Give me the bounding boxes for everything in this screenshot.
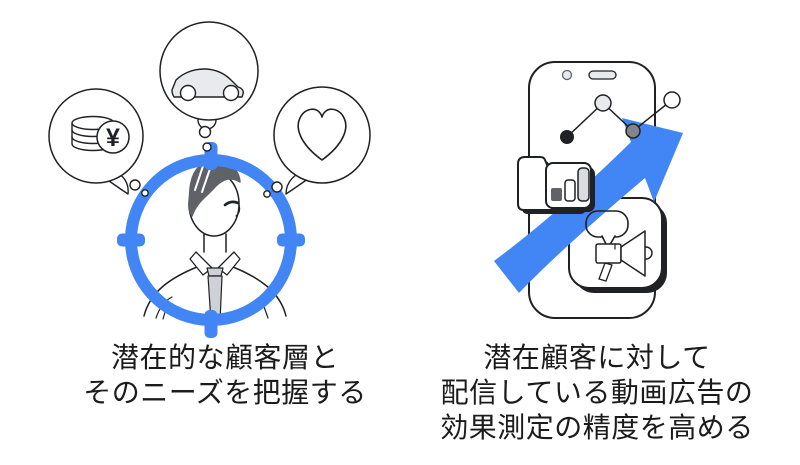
left-caption: 潜在的な顧客層と そのニーズを把握する <box>45 340 405 410</box>
right-caption-line-3: 効果測定の精度を高める <box>440 412 754 443</box>
yen-symbol: ¥ <box>106 124 120 152</box>
heart-thought-bubble-icon <box>273 86 371 184</box>
phone-camera-icon <box>561 69 573 81</box>
collar-right <box>217 251 241 276</box>
left-caption-line-1: 潜在的な顧客層と <box>110 342 339 373</box>
collar-left <box>189 251 213 276</box>
heart-icon <box>297 108 347 161</box>
right-illustration <box>494 61 683 319</box>
right-caption: 潜在顧客に対して 配信している動画広告の 効果測定の精度を高める <box>427 340 767 445</box>
chart-point <box>663 91 681 109</box>
chart-point <box>560 130 574 144</box>
tie-knot <box>206 267 224 277</box>
megaphone-icon <box>595 230 653 282</box>
right-caption-line-2: 配信している動画広告の <box>440 377 754 408</box>
bar-chart-icon <box>551 167 590 202</box>
right-caption-line-1: 潜在顧客に対して <box>483 342 711 373</box>
car-wheel-icon <box>222 84 240 102</box>
line-chart-icon <box>560 91 681 144</box>
left-caption-line-2: そのニーズを把握する <box>83 377 367 408</box>
money-thought-bubble-icon: ¥ <box>48 88 144 184</box>
thought-trail-dots <box>129 125 283 198</box>
target-crosshair-icon <box>117 142 305 338</box>
chart-point <box>625 123 641 139</box>
car-thought-bubble-icon <box>159 21 259 121</box>
folder-analytics-icon <box>517 156 595 214</box>
chart-point <box>594 94 612 112</box>
yen-coin-icon <box>96 120 130 154</box>
video-ad-icons <box>585 210 653 282</box>
car-wheel-icon <box>179 84 197 102</box>
phone-speaker-icon <box>588 70 617 80</box>
left-illustration: ¥ <box>48 21 371 338</box>
person-eye <box>223 200 240 207</box>
